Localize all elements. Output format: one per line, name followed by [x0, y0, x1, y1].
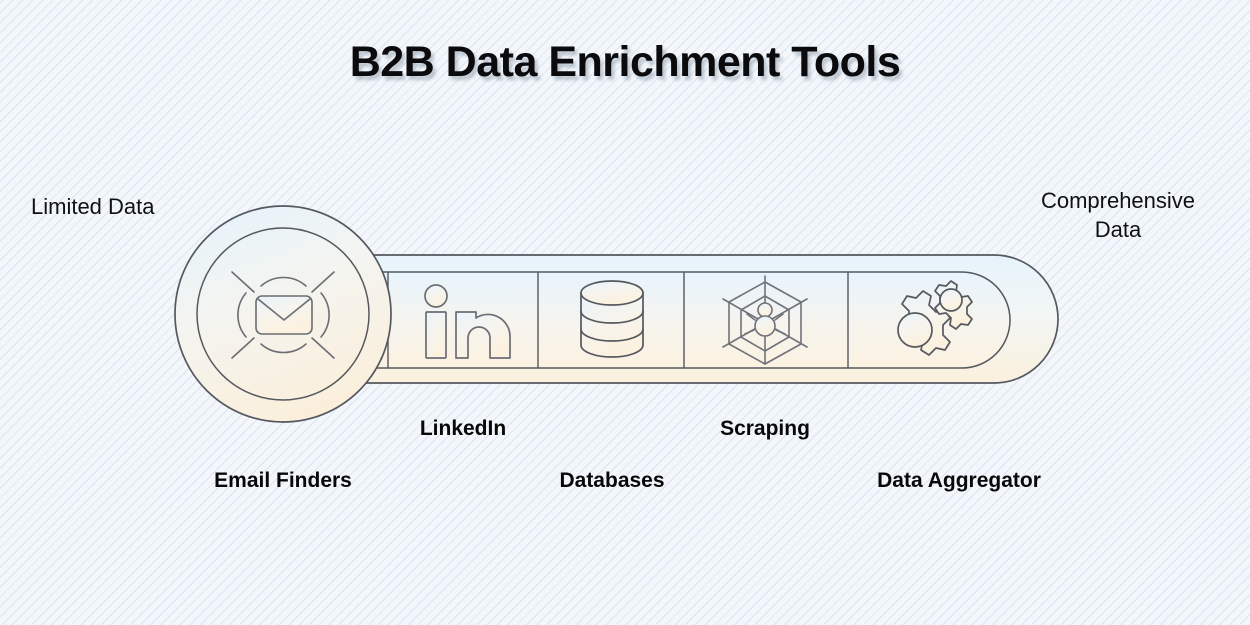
page-title: B2B Data Enrichment Tools	[349, 38, 901, 86]
scale-caption-right-line2: Data	[1094, 217, 1142, 243]
tool-label-data-aggregator: Data Aggregator	[877, 469, 1041, 492]
tool-label-scraping: Scraping	[720, 417, 810, 440]
tool-label-databases: Databases	[559, 469, 665, 492]
scale-caption-right-line1: Comprehensive	[1040, 188, 1196, 213]
tool-label-email-finders: Email Finders	[214, 469, 352, 492]
tool-label-linkedin: LinkedIn	[419, 417, 507, 440]
scale-caption-left: Limited Data	[31, 194, 155, 219]
